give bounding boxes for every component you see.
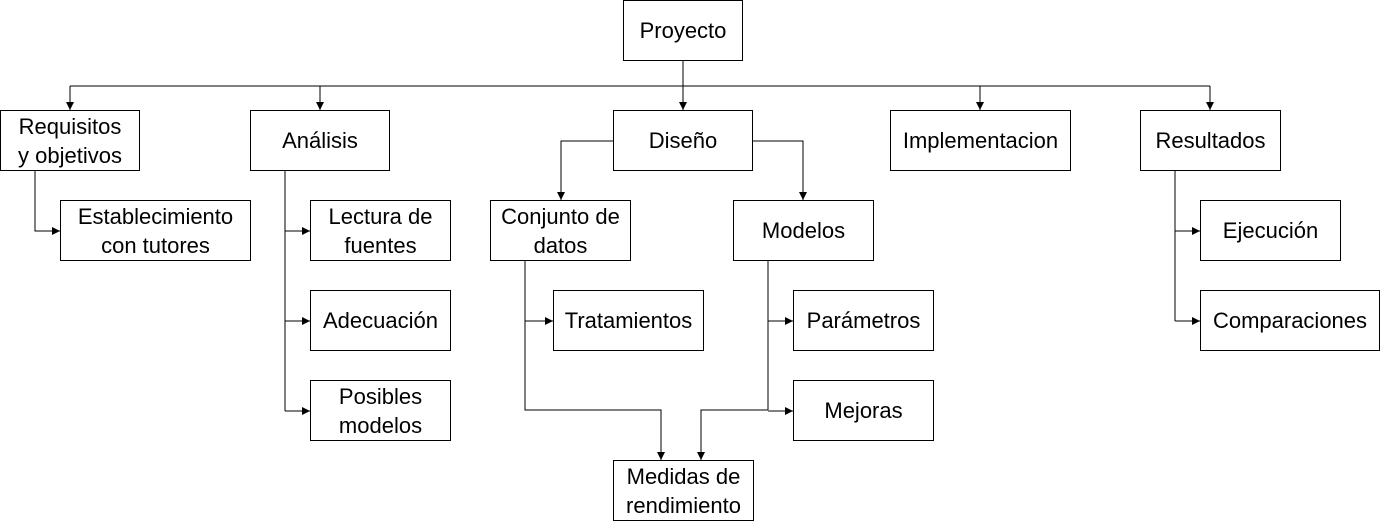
node-implementacion-label: Implementacion <box>902 128 1059 153</box>
node-requisitos-label-2: y objetivos <box>18 142 122 168</box>
node-adecuacion-label: Adecuación <box>323 308 438 333</box>
node-medidas-label-1: Medidas de <box>626 463 741 489</box>
node-posibles-modelos: Posibles modelos <box>310 380 451 441</box>
node-ejecucion-label: Ejecución <box>1222 218 1319 243</box>
node-requisitos: Requisitos y objetivos <box>0 110 140 171</box>
node-resultados-label: Resultados <box>1155 128 1266 153</box>
node-lectura: Lectura de fuentes <box>310 200 451 261</box>
node-posibles-label-1: Posibles <box>338 383 423 409</box>
node-diseno: Diseño <box>613 110 753 171</box>
node-conjunto-datos: Conjunto de datos <box>490 200 631 261</box>
edge-requisitos-establecimiento <box>34 170 60 235</box>
node-medidas-rendimiento: Medidas de rendimiento <box>613 460 754 521</box>
node-conjunto-label-2: datos <box>533 232 588 258</box>
node-adecuacion: Adecuación <box>310 290 451 351</box>
edge-diseno-modelos <box>753 140 807 200</box>
node-requisitos-label-1: Requisitos <box>18 113 122 139</box>
node-analisis-label: Análisis <box>282 128 358 153</box>
node-mejoras-label: Mejoras <box>824 398 903 423</box>
node-proyecto-label: Proyecto <box>639 18 727 43</box>
node-establecimiento-label-2: con tutores <box>101 232 210 258</box>
node-tratamientos-label: Tratamientos <box>564 308 693 333</box>
node-parametros: Parámetros <box>793 290 934 351</box>
node-lectura-label-1: Lectura de <box>328 203 433 229</box>
node-modelos: Modelos <box>733 200 874 261</box>
node-establecimiento-label-1: Establecimiento <box>77 203 234 229</box>
node-ejecucion: Ejecución <box>1200 200 1341 261</box>
edge-diseno-conjunto <box>557 140 613 200</box>
node-conjunto-label-1: Conjunto de <box>501 203 620 229</box>
node-comparaciones-label: Comparaciones <box>1212 308 1368 333</box>
node-diseno-label: Diseño <box>648 128 718 153</box>
node-implementacion: Implementacion <box>890 110 1071 171</box>
edge-modelos-medidas <box>697 409 768 460</box>
node-mejoras: Mejoras <box>793 380 934 441</box>
node-modelos-label: Modelos <box>761 218 846 243</box>
node-proyecto: Proyecto <box>623 0 743 61</box>
node-resultados: Resultados <box>1140 110 1281 171</box>
node-lectura-label-2: fuentes <box>344 232 417 258</box>
node-tratamientos: Tratamientos <box>553 290 704 351</box>
node-medidas-label-2: rendimiento <box>626 492 741 518</box>
node-analisis: Análisis <box>250 110 390 171</box>
node-posibles-label-2: modelos <box>338 412 423 438</box>
node-parametros-label: Parámetros <box>806 308 921 333</box>
node-comparaciones: Comparaciones <box>1200 290 1380 351</box>
node-establecimiento: Establecimiento con tutores <box>60 200 251 261</box>
